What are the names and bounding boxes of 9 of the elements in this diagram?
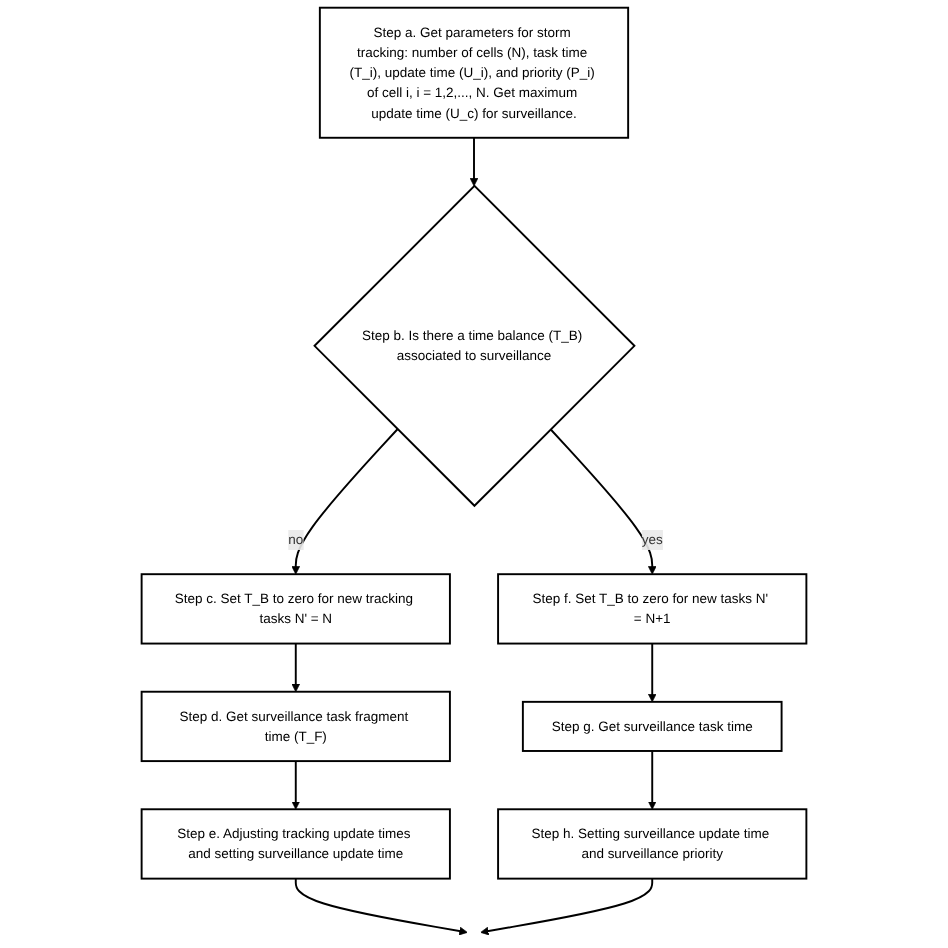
arrow — [480, 877, 654, 936]
arrow — [648, 642, 657, 703]
arrow — [291, 642, 300, 693]
arrow — [294, 877, 468, 936]
arrow — [549, 428, 657, 575]
arrow — [291, 760, 300, 810]
arrow — [469, 136, 479, 187]
arrow — [648, 750, 657, 810]
arrow — [291, 428, 399, 575]
